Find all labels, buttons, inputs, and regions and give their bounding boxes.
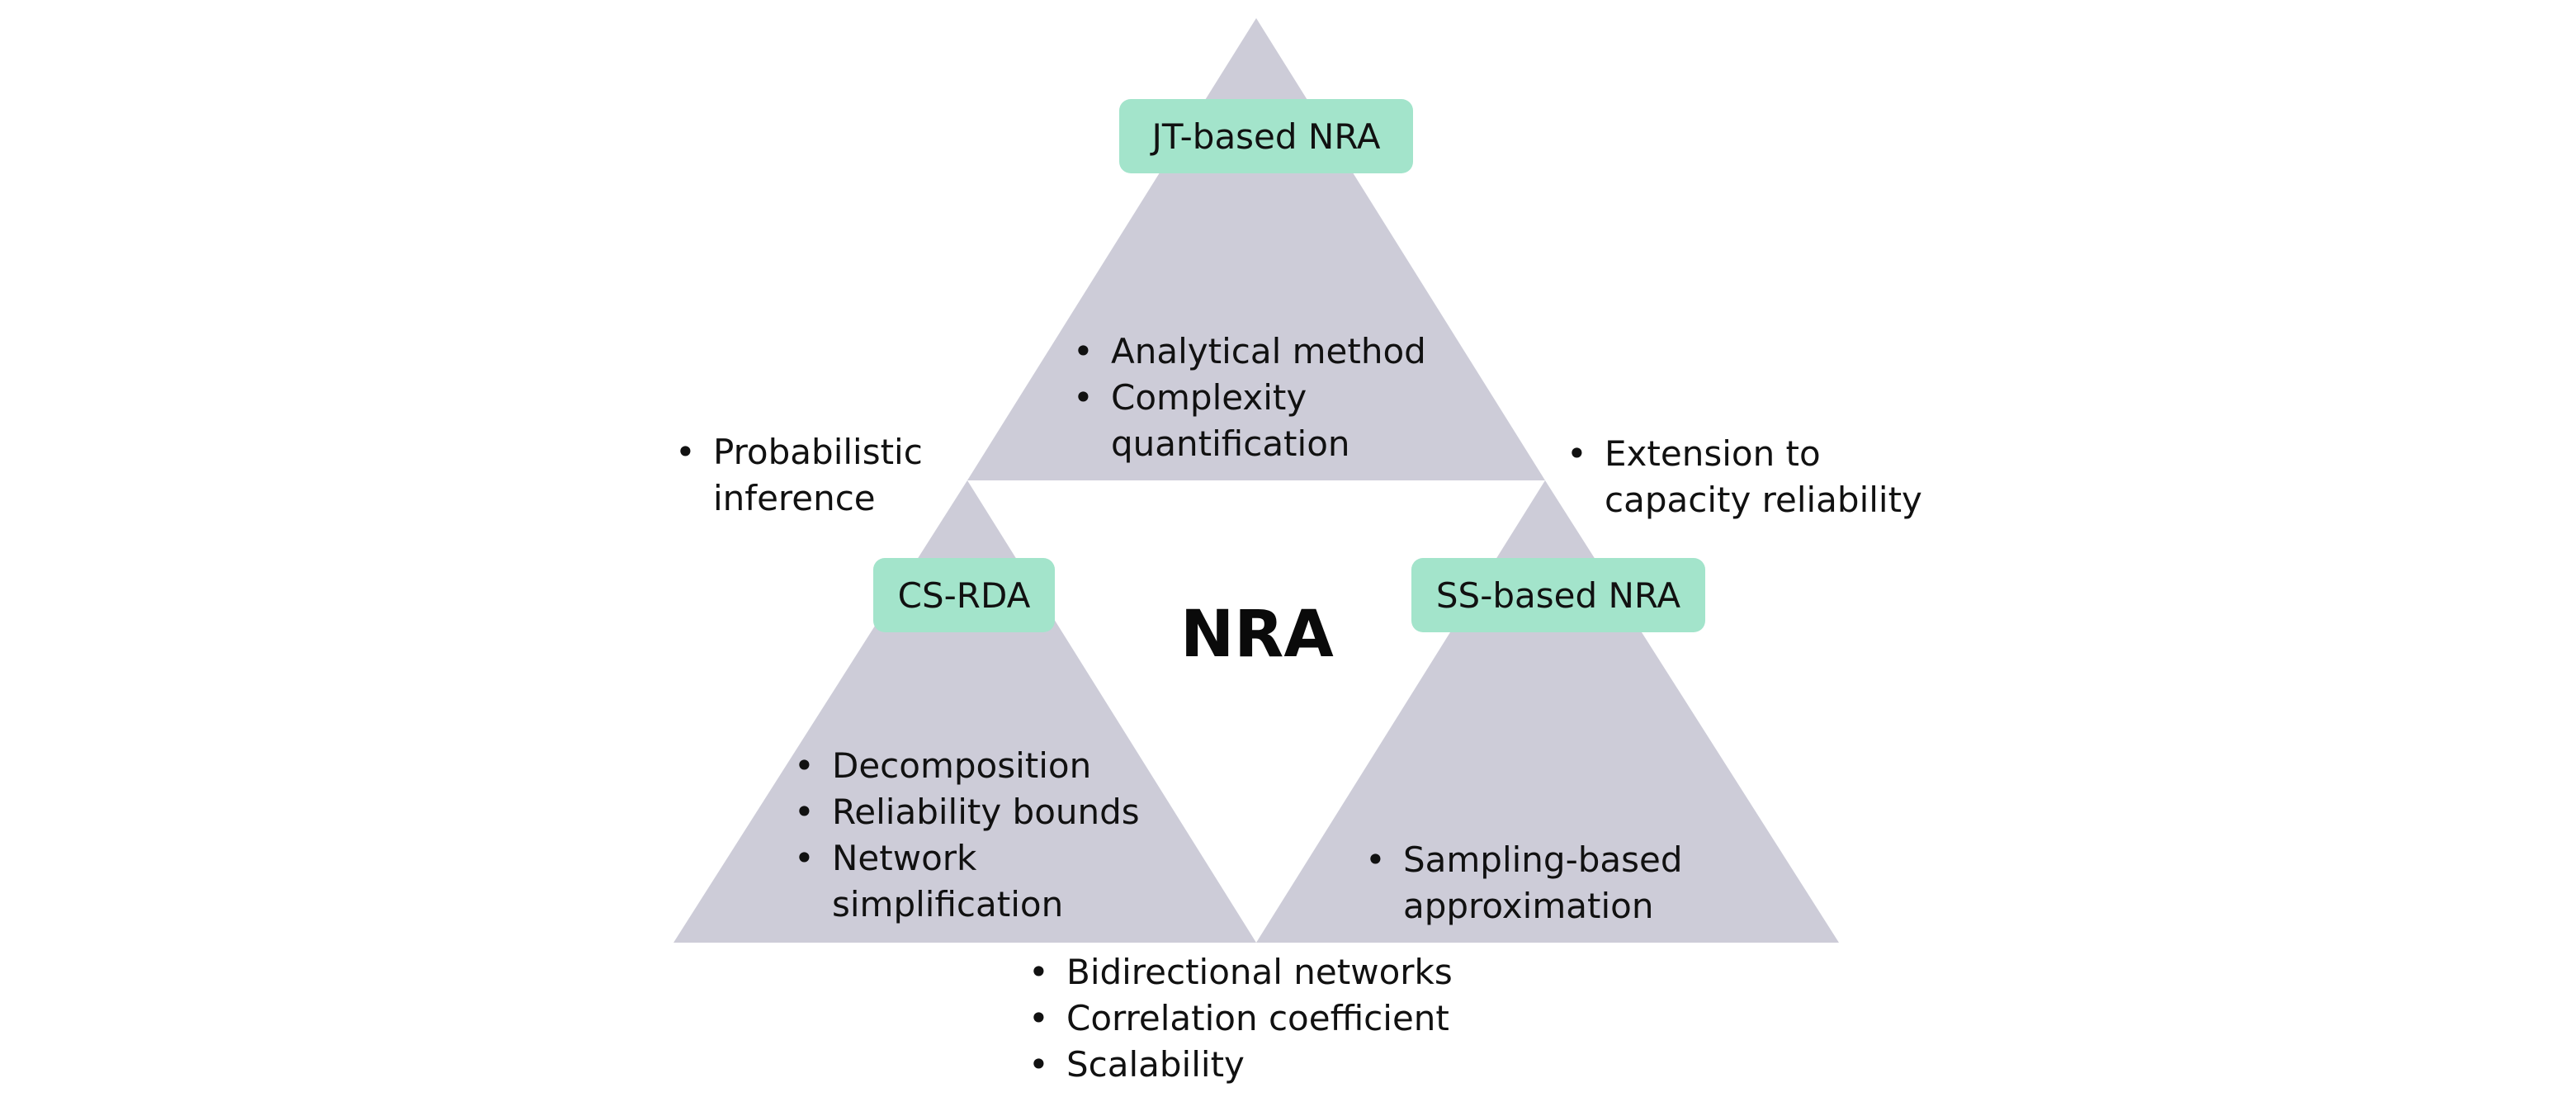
jt-based-nra-label: JT-based NRA (1119, 99, 1413, 173)
top-node-bullets: Analytical method Complexity quantificat… (1073, 329, 1426, 467)
bullet-item: Scalability (1028, 1042, 1453, 1088)
bullet-item: Bidirectional networks (1028, 949, 1453, 995)
bullet-item: Reliability bounds (794, 789, 1140, 835)
bottom-edge-bullets: Bidirectional networks Correlation coeff… (1028, 949, 1453, 1088)
right-node-bullets: Sampling-based approximation (1365, 837, 1683, 929)
top-right-edge-bullets: Extension to capacity reliability (1567, 431, 1922, 523)
center-title: NRA (1180, 598, 1334, 672)
bullet-item: Extension to capacity reliability (1567, 431, 1922, 523)
bullet-item: Analytical method (1073, 329, 1426, 375)
bullet-item: Probabilistic inference (675, 429, 923, 522)
bottom-right-triangle (1256, 480, 1839, 943)
bullet-item: Sampling-based approximation (1365, 837, 1683, 929)
left-node-bullets: Decomposition Reliability bounds Network… (794, 743, 1140, 928)
top-left-edge-bullets: Probabilistic inference (675, 429, 923, 522)
cs-rda-label: CS-RDA (873, 558, 1055, 632)
bullet-item: Correlation coefficient (1028, 995, 1453, 1042)
ss-based-nra-label: SS-based NRA (1411, 558, 1705, 632)
bullet-item: Network simplification (794, 835, 1140, 928)
bullet-item: Complexity quantification (1073, 375, 1426, 467)
bullet-item: Decomposition (794, 743, 1140, 789)
